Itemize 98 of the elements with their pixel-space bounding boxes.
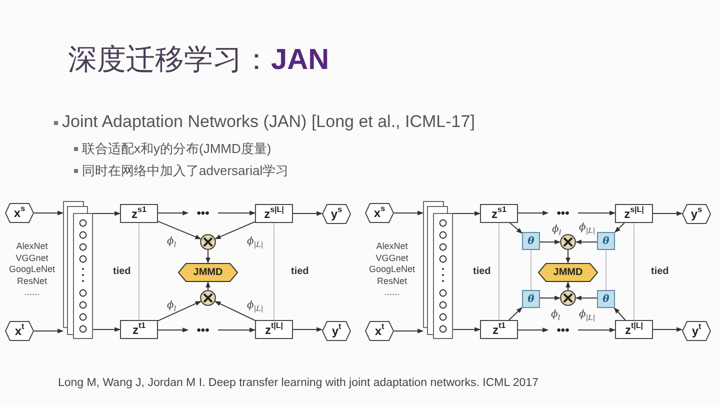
layer-box: z$^{s|L|}$ <box>255 204 293 223</box>
variable-node: x$^{s}$ <box>5 203 34 223</box>
network-name: ResNet <box>376 276 408 286</box>
network-name: AlexNet <box>375 241 409 251</box>
multiply-circle <box>200 234 216 250</box>
arrow <box>614 222 625 233</box>
variable-node: y$^{t}$ <box>322 321 351 341</box>
variable-node: y$^{s}$ <box>682 204 711 224</box>
network-name: VGGnet <box>14 252 50 262</box>
ellipsis-text: ••• <box>548 205 578 221</box>
layer-box: z$^{t1}$ <box>120 320 158 339</box>
arrow <box>540 240 561 244</box>
ellipsis-text: ••• <box>188 322 218 338</box>
edge-label: tied <box>112 266 132 277</box>
edge-label: ϕ$_{l}$ <box>551 224 562 235</box>
arrow <box>206 281 210 290</box>
edge-label: ϕ$_{|L|}$ <box>246 236 264 247</box>
arrow <box>394 210 424 216</box>
layer-box: z$^{t|L|}$ <box>255 320 293 339</box>
network-name: VGGnet <box>374 252 410 262</box>
jmmd-hexagon: JMMD <box>538 263 598 282</box>
arrow <box>218 328 256 332</box>
arrow <box>158 328 189 332</box>
arrow <box>214 300 256 321</box>
arrow <box>578 210 616 216</box>
arrow <box>158 220 202 240</box>
arrow <box>614 308 626 320</box>
theta-box: θ <box>597 290 615 308</box>
arrow <box>218 210 256 216</box>
layer-box: z$^{s1}$ <box>480 204 518 223</box>
variable-node: y$^{s}$ <box>322 204 351 224</box>
variable-node: x$^{s}$ <box>365 203 394 223</box>
ellipsis-text: ••• <box>188 205 218 221</box>
caption: Long M, Wang J, Jordan M I. Deep transfer learning with joint adaptation networks. ICML 2017 <box>58 377 538 389</box>
edge-label: tied <box>290 266 310 277</box>
multiply-circle <box>560 290 576 306</box>
network-stack-drawing <box>63 201 93 339</box>
edge-label: ϕ$_{l}$ <box>166 300 178 311</box>
arrow <box>566 281 570 290</box>
arrow <box>206 250 210 264</box>
arrow <box>510 222 522 234</box>
edge-label: ϕ$_{|L|}$ <box>578 222 596 233</box>
arrow <box>578 328 616 332</box>
variable-node: y$^{t}$ <box>682 321 711 341</box>
arrow <box>292 327 323 332</box>
arrow <box>652 327 683 332</box>
arrow <box>158 210 189 216</box>
edge-label: tied <box>472 266 492 277</box>
network-name: ResNet <box>16 276 48 286</box>
edge-label: tied <box>650 266 670 277</box>
arrow <box>34 328 64 334</box>
connector-line <box>498 222 500 320</box>
connector-line <box>530 250 532 290</box>
network-name: ...... <box>383 287 400 297</box>
variable-node: x$^{t}$ <box>365 321 394 341</box>
layer-box: z$^{t1}$ <box>480 320 518 339</box>
arrow <box>575 296 598 300</box>
layer-box: z$^{s1}$ <box>120 204 158 223</box>
network-name: ...... <box>23 287 40 297</box>
bullet-text: 联合适配x和y的分布(JMMD度量) <box>82 140 272 158</box>
jmmd-hexagon: JMMD <box>178 263 238 282</box>
arrow <box>452 327 481 332</box>
arrow <box>540 296 561 300</box>
arrow <box>214 221 256 240</box>
arrow <box>508 307 522 320</box>
arrow <box>566 250 570 264</box>
layer-box: z$^{s|L|}$ <box>615 204 653 223</box>
arrow <box>292 211 323 216</box>
arrow <box>652 211 683 216</box>
arrow <box>34 210 64 216</box>
layer-box: z$^{t|L|}$ <box>615 320 653 339</box>
arrow <box>158 300 202 322</box>
arrow <box>394 328 424 334</box>
multiply-circle <box>200 290 216 306</box>
arrow <box>575 240 598 244</box>
edge-label: ϕ$_{l}$ <box>550 309 562 320</box>
edge-label: ϕ$_{|L|}$ <box>246 300 264 311</box>
network-name: GoogLeNet <box>8 264 56 274</box>
edge-label: ϕ$_{l}$ <box>166 236 178 247</box>
slide-title: 深度迁移学习：JAN <box>68 43 330 78</box>
bullet-text: Joint Adaptation Networks (JAN) [Long et al., ICML-17] <box>62 112 475 132</box>
theta-box: θ <box>522 290 540 308</box>
network-name: GoogLeNet <box>368 264 416 274</box>
theta-box: θ <box>522 232 540 250</box>
arrow <box>92 327 121 332</box>
theta-box: θ <box>597 232 615 250</box>
ellipsis-text: ••• <box>548 322 578 338</box>
variable-node: x$^{t}$ <box>5 321 34 341</box>
edge-label: ϕ$_{|L|}$ <box>578 309 596 320</box>
arrow <box>518 328 549 332</box>
arrow <box>452 211 481 216</box>
network-stack-drawing <box>423 201 453 339</box>
bullet-text: 同时在网络中加入了adversarial学习 <box>82 162 289 180</box>
arrow <box>92 211 121 216</box>
network-name: AlexNet <box>15 241 49 251</box>
multiply-circle <box>560 234 576 250</box>
arrow <box>518 210 549 216</box>
connector-line <box>138 222 140 320</box>
